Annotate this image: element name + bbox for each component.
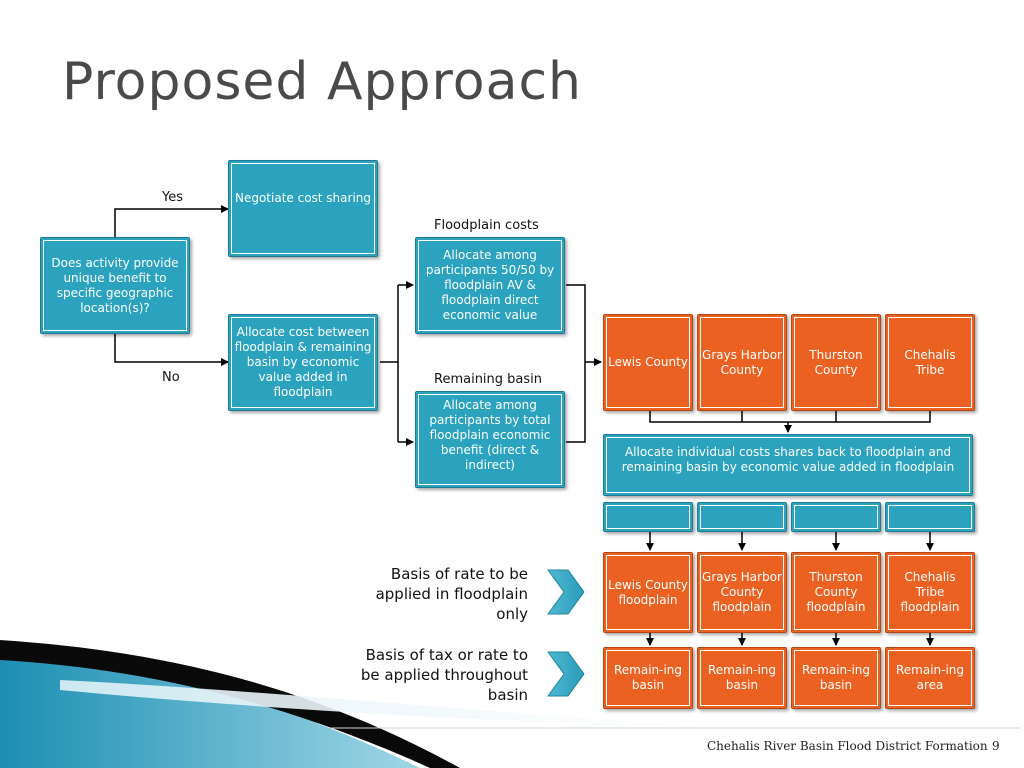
floodplain-lewis: Lewis County floodplain	[603, 552, 693, 633]
floodplain-grays-harbor: Grays Harbor County floodplain	[697, 552, 787, 633]
no-label: No	[162, 370, 180, 385]
participant-grays-harbor-label: Grays Harbor County	[702, 347, 782, 377]
floodplain-costs-label: Floodplain costs	[434, 218, 539, 233]
remaining-grays-harbor: Remain-ing basin	[697, 647, 787, 709]
participant-thurston-label: Thurston County	[809, 347, 863, 377]
floodplain-thurston-label: Thurston County floodplain	[806, 570, 866, 614]
floodplain-lewis-label: Lewis County floodplain	[608, 577, 688, 607]
thin-bar-3	[791, 502, 881, 532]
participant-lewis: Lewis County	[603, 314, 693, 411]
allocate-cost-text: Allocate cost between floodplain & remai…	[234, 325, 372, 399]
basis-basin-text: Basis of tax or rate to be applied throu…	[360, 646, 528, 704]
question-text: Does activity provide unique benefit to …	[51, 255, 179, 315]
participant-lewis-label: Lewis County	[608, 355, 688, 369]
chevron-right-icon	[547, 651, 585, 697]
thin-bar-1	[603, 502, 693, 532]
participant-chehalis-label: Chehalis Tribe	[904, 347, 956, 377]
remaining-chehalis-label: Remain-ing area	[895, 663, 965, 692]
negotiate-box: Negotiate cost sharing	[228, 160, 378, 257]
floodplain-chehalis-label: Chehalis Tribe floodplain	[900, 570, 960, 614]
participant-thurston: Thurston County	[791, 314, 881, 411]
allocate-remaining-text: Allocate among participants by total flo…	[429, 398, 551, 472]
thin-bar-2	[697, 502, 787, 532]
floodplain-thurston: Thurston County floodplain	[791, 552, 881, 633]
remaining-thurston-label: Remain-ing basin	[801, 663, 871, 692]
remaining-thurston: Remain-ing basin	[791, 647, 881, 709]
remaining-lewis: Remain-ing basin	[603, 647, 693, 709]
allocate-floodplain-box: Allocate among participants 50/50 by flo…	[415, 237, 565, 334]
allocate-individual-text: Allocate individual costs shares back to…	[621, 445, 955, 474]
basis-floodplain-text: Basis of rate to be applied in floodplai…	[375, 565, 528, 623]
yes-label: Yes	[162, 190, 183, 205]
chevron-right-icon	[547, 569, 585, 615]
footer-text: Chehalis River Basin Flood District Form…	[707, 739, 988, 753]
allocate-individual-box: Allocate individual costs shares back to…	[603, 434, 973, 496]
participant-grays-harbor: Grays Harbor County	[697, 314, 787, 411]
floodplain-grays-harbor-label: Grays Harbor County floodplain	[702, 570, 782, 614]
remaining-chehalis: Remain-ing area	[885, 647, 975, 709]
floodplain-chehalis: Chehalis Tribe floodplain	[885, 552, 975, 633]
question-box: Does activity provide unique benefit to …	[40, 237, 190, 334]
remaining-basin-label: Remaining basin	[434, 372, 543, 387]
allocate-remaining-box: Allocate among participants by total flo…	[415, 391, 565, 488]
thin-bar-4	[885, 502, 975, 532]
slide-title: Proposed Approach	[62, 52, 582, 112]
remaining-lewis-label: Remain-ing basin	[613, 663, 683, 692]
negotiate-text: Negotiate cost sharing	[234, 191, 372, 205]
page-number: 9	[992, 739, 1000, 753]
allocate-cost-box: Allocate cost between floodplain & remai…	[228, 314, 378, 411]
allocate-floodplain-text: Allocate among participants 50/50 by flo…	[425, 248, 555, 322]
participant-chehalis: Chehalis Tribe	[885, 314, 975, 411]
remaining-grays-harbor-label: Remain-ing basin	[707, 663, 777, 692]
